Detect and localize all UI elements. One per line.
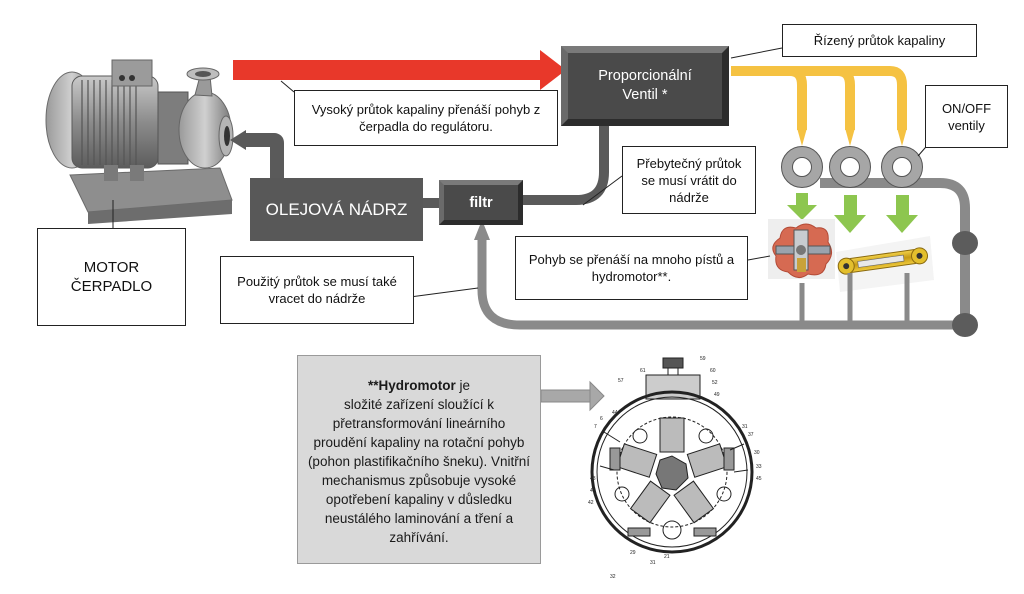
actuator-arrow-2 (834, 195, 866, 233)
proportional-valve-label-line2: Ventil * (622, 87, 668, 103)
junction-node-lower (952, 313, 978, 337)
hydromotor-note-line: (pohon plastifikačního šneku). Vnitřní (307, 454, 531, 469)
high-flow-callout: Vysoký průtok kapaliny přenáší pohyb z č… (294, 90, 558, 146)
tank-filter-connector (420, 198, 450, 208)
excess-flow-callout-line1: Přebytečný průtok (636, 155, 742, 171)
oil-tank-label: OLEJOVÁ NÁDRZ (265, 199, 408, 219)
used-flow-return-pipe (477, 238, 965, 330)
svg-text:52: 52 (712, 380, 718, 386)
motor-pump-callout-line1: MOTOR (83, 259, 140, 276)
hydromotor-note-line: zahřívání. (389, 530, 449, 545)
actuator-arrows (787, 193, 918, 233)
excess-flow-callout: Přebytečný průtok se musí vrátit do nádr… (622, 146, 756, 214)
manifold-pipe (820, 178, 970, 320)
used-flow-callout: Použitý průtok se musí také vracet do ná… (220, 256, 414, 324)
actuator-arrow-1 (787, 193, 817, 220)
hydromotor-cutaway-image (768, 219, 835, 279)
svg-text:49: 49 (714, 392, 720, 398)
hydromotor-note-title-rest: je (455, 378, 471, 393)
proportional-valve-label-line1: Proporcionální (598, 68, 692, 84)
hydromotor-note-line: mechanismus způsobuje vysoké (321, 473, 517, 488)
actuator-arrow-3 (886, 195, 918, 233)
controlled-flow-callout-text: Řízený průtok kapaliny (813, 33, 946, 48)
svg-text:31: 31 (742, 424, 748, 430)
svg-text:32: 32 (610, 574, 616, 580)
pistons-callout: Pohyb se přenáší na mnoho pístů a hydrom… (515, 236, 748, 300)
used-flow-arrowhead (474, 220, 490, 240)
svg-text:7: 7 (594, 424, 597, 430)
note-to-drawing-arrow (540, 380, 605, 412)
svg-text:43: 43 (590, 476, 596, 482)
oil-tank-block: OLEJOVÁ NÁDRZ (250, 178, 423, 241)
svg-text:37: 37 (748, 432, 754, 438)
hydromotor-note-line: proudění kapaliny na rotační pohyb (313, 435, 525, 450)
drawing-screw-head (662, 357, 684, 369)
svg-text:59: 59 (700, 356, 706, 362)
hydromotor-note-title-bold: **Hydromotor (367, 378, 456, 393)
terminal-box (111, 59, 153, 87)
svg-text:6: 6 (600, 416, 603, 422)
excess-callout-pointer (582, 175, 623, 206)
hydromotor-note-title: **Hydromotor je (306, 376, 532, 395)
motor-body (71, 75, 159, 169)
motor-pump-callout-line2: ČERPADLO (70, 278, 153, 295)
tank-to-pump-arrow (230, 130, 284, 183)
pump-base-front (88, 200, 232, 224)
junction-node-upper (952, 231, 978, 255)
svg-text:21: 21 (664, 554, 670, 560)
used-flow-callout-line1: Použitý průtok se musí také (237, 274, 397, 289)
onoff-valve-3[interactable] (881, 146, 923, 188)
excess-flow-callout-line3: nádrže (669, 189, 709, 205)
controlled-flow-callout: Řízený průtok kapaliny (782, 24, 977, 57)
high-flow-callout-line1: Vysoký průtok kapaliny přenáší pohyb z (311, 102, 541, 117)
pistons-callout-line1: Pohyb se přenáší na mnoho pístů a (528, 252, 735, 267)
svg-text:30: 30 (754, 450, 760, 456)
pistons-callout-pointer (747, 255, 771, 261)
pistons-callout-line2: hydromotor**. (591, 269, 672, 284)
onoff-valves-callout-line2: ventily (948, 117, 985, 133)
svg-text:33: 33 (756, 464, 762, 470)
motor-pump-callout: MOTOR ČERPADLO (37, 228, 186, 326)
svg-text:61: 61 (640, 368, 646, 374)
svg-text:57: 57 (618, 378, 624, 384)
onoff-valves-callout: ON/OFF ventily (925, 85, 1008, 148)
high-flow-arrow (233, 50, 566, 90)
svg-text:46: 46 (590, 488, 596, 494)
svg-text:31: 31 (650, 560, 656, 566)
high-flow-callout-pointer (280, 80, 295, 93)
svg-text:44: 44 (612, 410, 618, 416)
onoff-valves-callout-line1: ON/OFF (941, 100, 992, 116)
hydromotor-note-line: složité zařízení sloužící k (343, 397, 495, 412)
hydromotor-note-line: přetransformování lineárního (332, 416, 506, 431)
svg-text:42: 42 (588, 500, 594, 506)
svg-text:60: 60 (710, 368, 716, 374)
filter-block: filtr (439, 180, 523, 225)
svg-text:45: 45 (756, 476, 762, 482)
onoff-valves (781, 146, 923, 188)
excess-return-pipe (523, 124, 609, 205)
controlled-flow-callout-pointer (730, 47, 783, 59)
actuator-drain-lines (799, 273, 910, 325)
proportional-valve-block: Proporcionální Ventil * (561, 46, 729, 126)
hydromotor-note-line: neustálého laminování a tření a (324, 511, 514, 526)
used-flow-callout-line2: vracet do nádrže (268, 291, 366, 306)
svg-text:29: 29 (630, 550, 636, 556)
filter-label: filtr (469, 194, 493, 211)
excess-flow-callout-line2: se musí vrátit do (641, 172, 737, 188)
motor-fins (81, 80, 137, 165)
controlled-flow-arrowheads (797, 128, 907, 146)
high-flow-callout-line2: čerpadla do regulátoru. (359, 119, 493, 134)
motor-pump-image (45, 59, 234, 224)
hydromotor-technical-drawing (590, 357, 754, 554)
hydromotor-note: **Hydromotor je složité zařízení sloužíc… (297, 355, 541, 564)
controlled-flow-pipes (731, 66, 907, 130)
used-flow-callout-pointer (409, 287, 479, 298)
hydromotor-note-line: opotřebení kapaliny v důsledku (325, 492, 513, 507)
onoff-valve-2[interactable] (829, 146, 871, 188)
onoff-valve-1[interactable] (781, 146, 823, 188)
